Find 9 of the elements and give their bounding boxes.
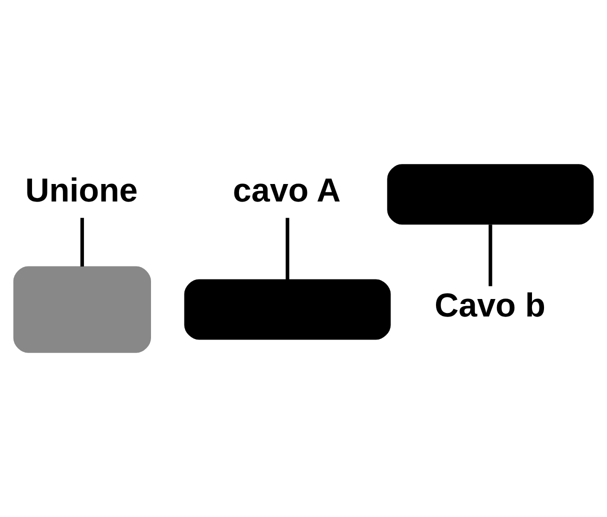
node-box [13,266,151,353]
node-text: Unione [25,172,138,210]
node-box [387,164,594,225]
node-box [184,279,391,340]
connector [80,218,84,266]
connector [286,218,290,280]
node-text: Cavo b [434,288,546,325]
connector [488,224,492,286]
node-text: cavo A [232,172,341,210]
